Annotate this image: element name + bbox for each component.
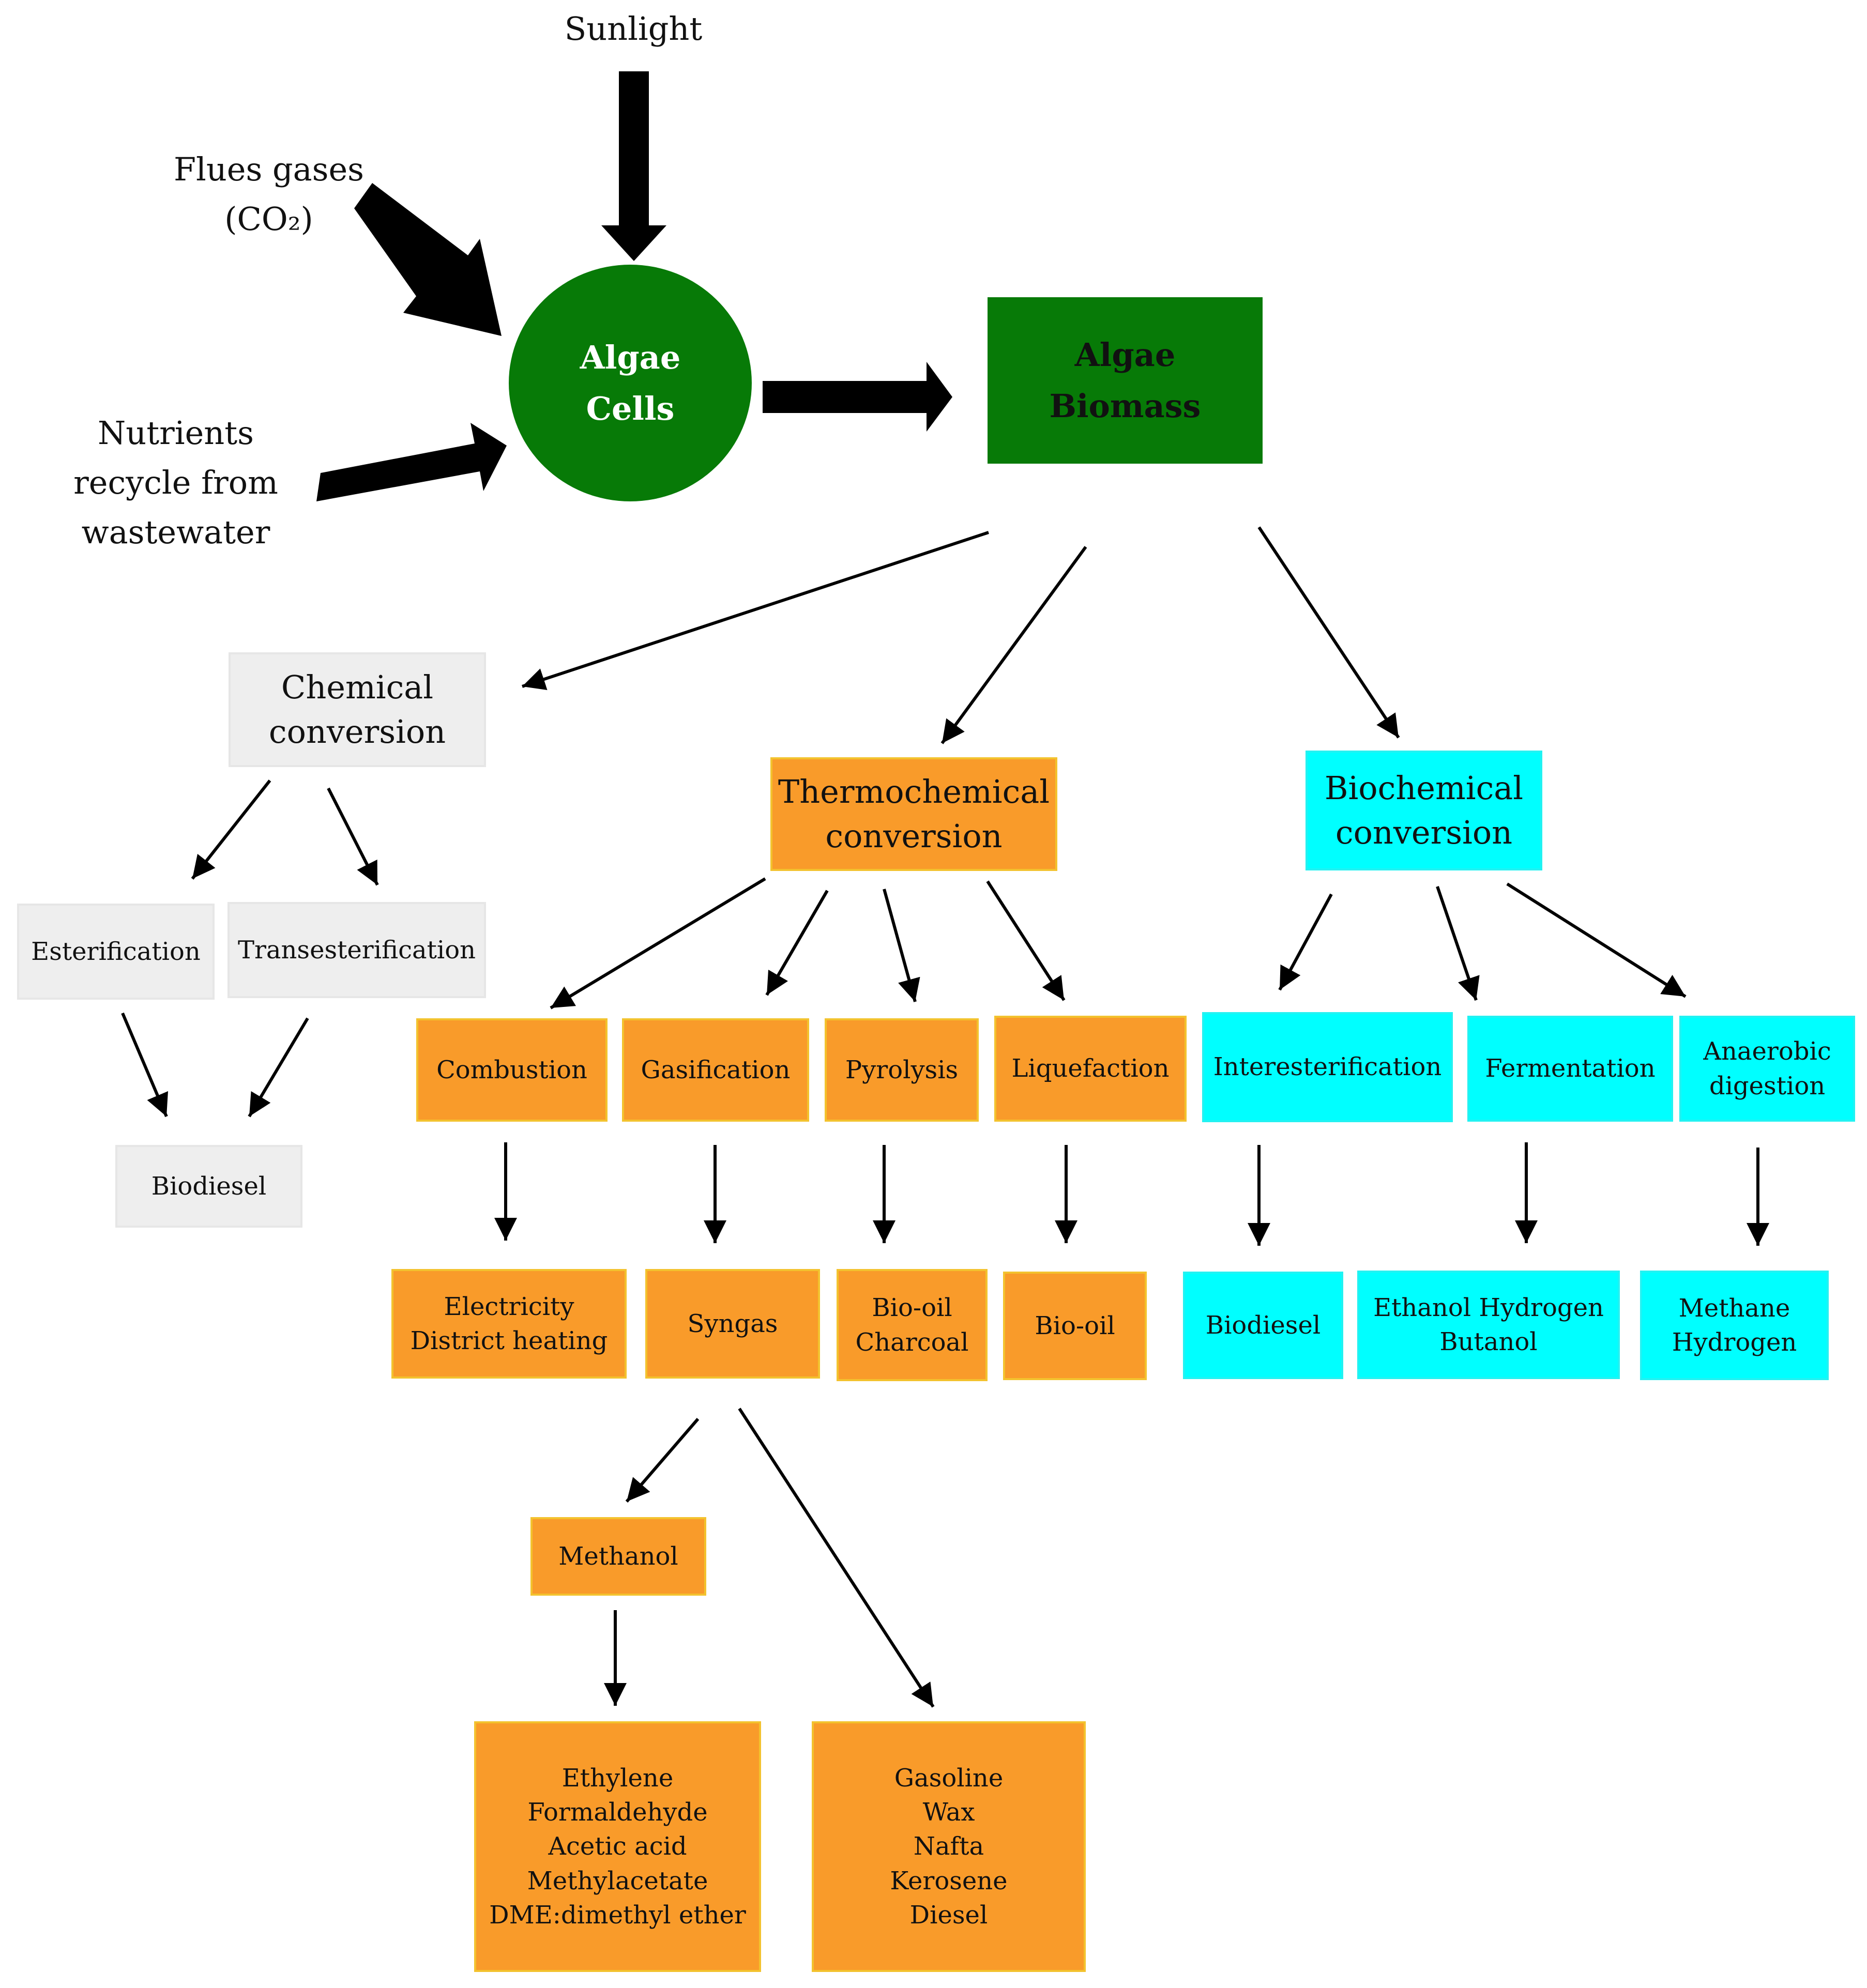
arrow-ester-biodiesel (121, 1012, 169, 1118)
nutrients-arrow (316, 423, 507, 501)
algae-cells-node: Algae Cells (509, 265, 752, 501)
gasification-node: Gasification (622, 1018, 809, 1122)
arrow-biomass-chemical (522, 531, 989, 691)
liquefaction-products-node: Bio-oil (1003, 1272, 1147, 1380)
ethanol-hydrogen-butanol-node: Ethanol Hydrogen Butanol (1357, 1271, 1620, 1379)
chemical-biodiesel-node: Biodiesel (115, 1145, 302, 1228)
electricity-heating-node: Electricity District heating (391, 1269, 627, 1379)
sunlight-label: Sunlight (564, 10, 703, 48)
sunlight-arrow (601, 71, 666, 261)
cells-to-biomass-arrow (763, 362, 952, 432)
interesterification-node: Interesterification (1202, 1012, 1453, 1122)
arrow-bio-anaerobic (1506, 882, 1687, 998)
chemical-conversion-node: Chemical conversion (229, 652, 486, 767)
arrow-thermo-gasification (765, 890, 829, 996)
methanol-node: Methanol (530, 1517, 706, 1596)
biochemical-biodiesel-node: Biodiesel (1183, 1272, 1343, 1379)
syngas-node: Syngas (645, 1269, 820, 1379)
arrow-syngas-methanol (625, 1418, 700, 1503)
fermentation-node: Fermentation (1467, 1016, 1673, 1122)
arrow-bio-interester (1278, 893, 1333, 991)
syngas-fuels-node: Gasoline Wax Nafta Kerosene Diesel (812, 1721, 1086, 1972)
methane-hydrogen-node: Methane Hydrogen (1640, 1271, 1829, 1380)
nutrients-label: Nutrients recycle from wastewater (73, 414, 278, 552)
methanol-products-node: Ethylene Formaldehyde Acetic acid Methyl… (474, 1721, 761, 1972)
arrow-syngas-fuels (738, 1408, 935, 1708)
thin-arrows (121, 526, 1769, 1708)
arrow-biomass-bio (1257, 526, 1400, 739)
arrow-chem-trans (327, 787, 379, 886)
arrow-chem-ester (191, 779, 271, 880)
combustion-node: Combustion (416, 1018, 608, 1122)
biochemical-conversion-node: Biochemical conversion (1306, 751, 1542, 870)
arrow-bio-fermentation (1436, 886, 1480, 1001)
anaerobic-digestion-node: Anaerobic digestion (1679, 1016, 1855, 1122)
arrow-biomass-thermo (940, 546, 1087, 744)
flue-gases-label: Flues gases (CO₂) (174, 150, 364, 238)
arrow-thermo-combustion (550, 877, 766, 1010)
thermochemical-conversion-node: Thermochemical conversion (770, 757, 1057, 871)
liquefaction-node: Liquefaction (994, 1016, 1187, 1122)
esterification-node: Esterification (17, 904, 215, 1000)
pyrolysis-products-node: Bio-oil Charcoal (837, 1269, 988, 1381)
algae-biomass-node: Algae Biomass (988, 297, 1263, 464)
flue-gas-arrow (354, 183, 502, 336)
arrow-trans-biodiesel (248, 1017, 309, 1118)
pyrolysis-node: Pyrolysis (825, 1018, 979, 1122)
arrow-thermo-pyrolysis (883, 889, 920, 1002)
transesterification-node: Transesterification (227, 902, 486, 998)
arrow-thermo-liquefaction (986, 880, 1066, 1001)
